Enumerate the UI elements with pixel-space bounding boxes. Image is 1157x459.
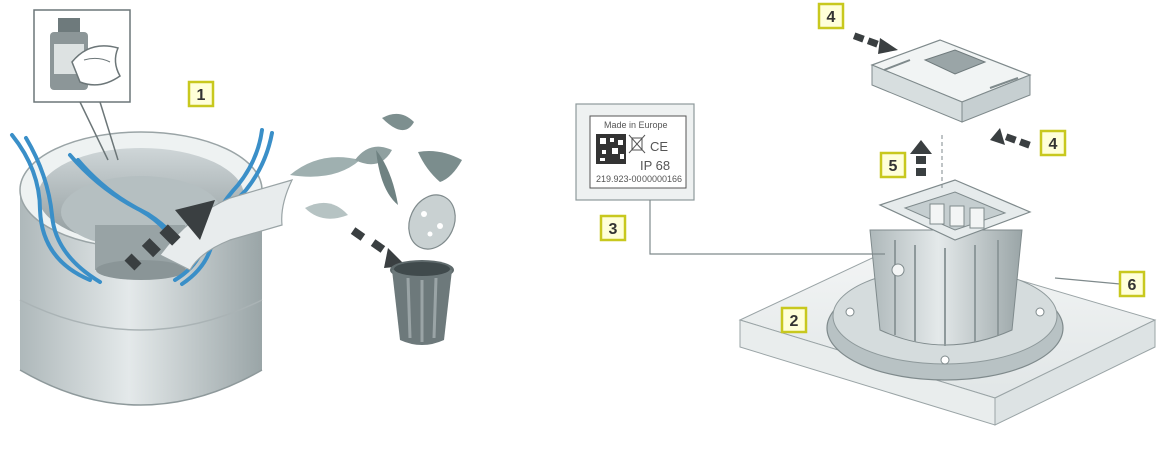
product-label-card: Made in Europe CE IP 68 219.923-00 00000… bbox=[576, 104, 694, 200]
svg-text:5: 5 bbox=[889, 158, 898, 175]
mounting-sleeve bbox=[20, 132, 262, 405]
callout-2: 2 bbox=[782, 308, 806, 332]
label-ip-rating: IP 68 bbox=[640, 158, 670, 173]
svg-text:6: 6 bbox=[1128, 277, 1137, 294]
qr-code-icon bbox=[596, 134, 626, 164]
discard-arrow bbox=[351, 227, 406, 268]
callout-5: 5 bbox=[881, 153, 905, 177]
electronic-module bbox=[872, 40, 1030, 122]
housing-body bbox=[870, 180, 1030, 346]
callout-6-leader bbox=[1055, 278, 1120, 284]
svg-text:4: 4 bbox=[827, 9, 836, 26]
cover-cap bbox=[400, 187, 464, 256]
label-serial-no: 00000166 bbox=[642, 174, 682, 184]
callout-4-top: 4 bbox=[819, 4, 843, 28]
clip-arrow-right bbox=[990, 128, 1031, 148]
insert-arrow bbox=[910, 140, 932, 176]
label-ce-mark: CE bbox=[650, 139, 668, 154]
callout-1: 1 bbox=[189, 82, 213, 106]
label-article-no: 219.923-00 bbox=[596, 174, 642, 184]
callout-4-right: 4 bbox=[1041, 131, 1065, 155]
callout-6: 6 bbox=[1120, 272, 1144, 296]
clip-arrow-left bbox=[853, 32, 898, 54]
trash-bin-icon bbox=[390, 260, 454, 345]
callout-3: 3 bbox=[601, 216, 625, 240]
svg-text:3: 3 bbox=[609, 221, 618, 238]
svg-text:1: 1 bbox=[197, 87, 206, 104]
svg-text:4: 4 bbox=[1049, 136, 1058, 153]
label-leader-line bbox=[650, 200, 885, 254]
label-made-in: Made in Europe bbox=[604, 120, 668, 130]
svg-text:2: 2 bbox=[790, 313, 799, 330]
